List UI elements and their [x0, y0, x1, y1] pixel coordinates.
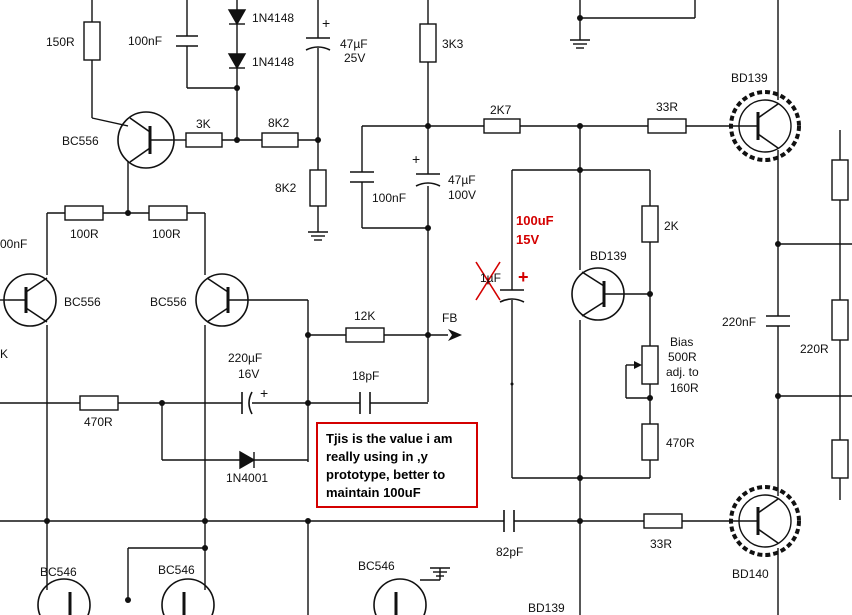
- label-bias-3: adj. to: [666, 365, 699, 379]
- resistor-470r-v: [641, 423, 659, 461]
- label-150r: 150R: [46, 35, 75, 49]
- resistor-12k: [345, 327, 385, 343]
- resistor-33r-top: [647, 118, 687, 134]
- label-33r-bot: 33R: [650, 537, 672, 551]
- resistor-3k: [185, 132, 223, 148]
- label-bias-2: 500R: [668, 350, 697, 364]
- resistor-right-a: [831, 159, 849, 201]
- label-220uf-value: 220µF: [228, 351, 262, 365]
- label-33r-top: 33R: [656, 100, 678, 114]
- svg-text:+: +: [322, 15, 330, 31]
- resistor-100r-b: [148, 205, 188, 221]
- diode-1n4148-b-icon: [227, 53, 247, 70]
- component-labels: 150R 100nF 1N4148 1N4148 47µF 25V 3K3 BC…: [0, 11, 829, 615]
- svg-text:+: +: [412, 151, 420, 167]
- label-bd139-bot: BD139: [528, 601, 565, 615]
- polarity-marks: + + +: [260, 15, 420, 401]
- pot-wiper: [626, 361, 642, 369]
- label-2k7: 2K7: [490, 103, 512, 117]
- resistor-100r-a: [64, 205, 104, 221]
- label-1n4001: 1N4001: [226, 471, 268, 485]
- label-18pf: 18pF: [352, 369, 379, 383]
- diode-1n4001-icon: [239, 450, 256, 470]
- label-100uf-new-value: 100uF: [516, 213, 554, 228]
- label-8k2-v: 8K2: [275, 181, 297, 195]
- label-2k: 2K: [664, 219, 679, 233]
- label-220r: 220R: [800, 342, 829, 356]
- label-470r-v: 470R: [666, 436, 695, 450]
- resistor-220r: [831, 299, 849, 341]
- label-fb: FB: [442, 311, 457, 325]
- label-100r-a: 100R: [70, 227, 99, 241]
- fb-arrow-icon: [448, 329, 462, 341]
- label-8k2-h: 8K2: [268, 116, 290, 130]
- label-bc556-right: BC556: [150, 295, 187, 309]
- label-47uf-100v-value: 47µF: [448, 173, 476, 187]
- label-100nf-top: 100nF: [128, 34, 162, 48]
- transistor-bc556-top-icon: [117, 111, 175, 169]
- label-82pf: 82pF: [496, 545, 523, 559]
- label-bd140: BD140: [732, 567, 769, 581]
- label-bias-1: Bias: [670, 335, 693, 349]
- label-100r-b: 100R: [152, 227, 181, 241]
- label-bd139-mid: BD139: [590, 249, 627, 263]
- polarity-mark-red: +: [518, 267, 529, 287]
- label-470r-h: 470R: [84, 415, 113, 429]
- label-bc546-b: BC546: [158, 563, 195, 577]
- label-bias-4: 160R: [670, 381, 699, 395]
- label-47uf-25v-voltage: 25V: [344, 51, 365, 65]
- capacitors: [176, 35, 790, 532]
- label-220nf: 220nF: [722, 315, 756, 329]
- diode-1n4148-a-icon: [227, 9, 247, 26]
- label-47uf-25v-value: 47µF: [340, 37, 368, 51]
- strike-out-icon: [475, 261, 501, 301]
- label-1n4148-a: 1N4148: [252, 11, 294, 25]
- label-12k: 12K: [354, 309, 375, 323]
- label-bc556-left: BC556: [64, 295, 101, 309]
- annotation-note: Tjis is the value i am really using in ,…: [316, 422, 478, 508]
- transistor-bd139-mid-icon: [571, 267, 625, 321]
- resistor-8k2-h: [261, 132, 299, 148]
- label-1uf-old: 1µF: [480, 271, 501, 285]
- transistors: [3, 90, 801, 615]
- annotation-note-text: Tjis is the value i am really using in ,…: [326, 431, 453, 500]
- transistor-bd139-top-icon: [729, 90, 801, 162]
- resistor-3k3: [419, 23, 437, 63]
- label-bc546-c: BC546: [358, 559, 395, 573]
- resistor-150r: [83, 21, 101, 61]
- resistor-8k2-v: [309, 169, 327, 207]
- svg-text:+: +: [260, 385, 268, 401]
- label-3k: 3K: [196, 117, 211, 131]
- transistor-bc546-b-icon: [161, 578, 215, 615]
- transistor-bc546-a-icon: [37, 578, 91, 615]
- resistors: [64, 21, 849, 529]
- label-1n4148-b: 1N4148: [252, 55, 294, 69]
- label-bd139-top: BD139: [731, 71, 768, 85]
- resistor-2k7: [483, 118, 521, 134]
- label-100nf-mid: 100nF: [372, 191, 406, 205]
- label-3k3: 3K3: [442, 37, 464, 51]
- label-220uf-voltage: 16V: [238, 367, 259, 381]
- junction-dots: [44, 15, 781, 603]
- label-100uf-new-voltage: 15V: [516, 232, 539, 247]
- label-47uf-100v-voltage: 100V: [448, 188, 476, 202]
- resistor-470r-h: [79, 395, 119, 411]
- label-k-edge: K: [0, 347, 8, 361]
- resistor-33r-bot: [643, 513, 683, 529]
- label-bc546-a: BC546: [40, 565, 77, 579]
- resistor-2k: [641, 205, 659, 243]
- label-bc556-top: BC556: [62, 134, 99, 148]
- transistor-bc556-left-icon: [3, 273, 57, 327]
- label-100nf-left: 00nF: [0, 237, 27, 251]
- diodes: [227, 9, 256, 470]
- transistor-bc556-right-icon: [195, 273, 249, 327]
- transistor-bd140-icon: [729, 485, 801, 557]
- resistor-bias-pot: [641, 345, 659, 385]
- transistor-bc546-c-icon: [373, 578, 427, 615]
- resistor-right-c: [831, 439, 849, 479]
- ground-icons: [308, 39, 590, 577]
